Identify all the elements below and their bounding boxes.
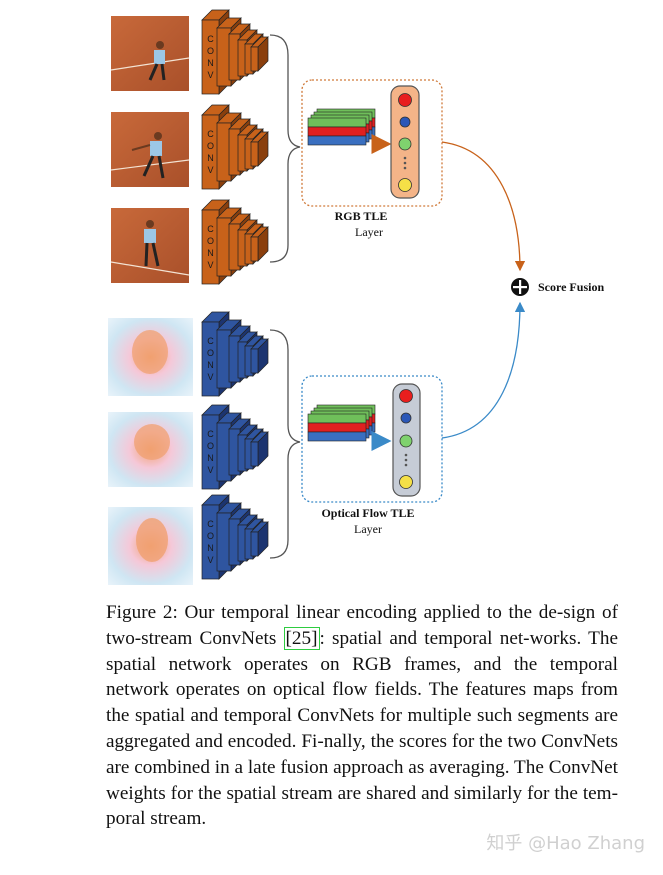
caption-text-1: Our temporal linear encoding applied to … [106, 602, 618, 649]
flow-brace [269, 329, 301, 559]
feature-band [307, 135, 367, 146]
conv-layer-front [201, 209, 220, 285]
rgb-tle-box [301, 79, 443, 207]
conv-label-letter: N [207, 58, 214, 68]
conv-layer-front [201, 114, 220, 190]
conv-label-letter: V [207, 555, 213, 565]
conv-layer-front [201, 504, 220, 580]
rgb-frame-2 [110, 112, 190, 187]
rgb-frame-1 [110, 16, 190, 91]
feature-band [307, 431, 367, 442]
conv-label-letter: O [207, 236, 214, 246]
feature-band [307, 117, 367, 128]
conv-label-letter: N [207, 153, 214, 163]
conv-layer-front [250, 531, 259, 557]
conv-label-letter: C [207, 336, 214, 346]
score-fusion-plus-icon [511, 278, 529, 296]
flow-frame-2 [108, 412, 193, 487]
conv-label-letter: V [207, 372, 213, 382]
conv-label-letter: C [207, 34, 214, 44]
conv-layer-front [250, 236, 259, 262]
conv-layer-front [250, 46, 259, 72]
flow-tle-subtitle: Layer [354, 522, 382, 536]
feature-band [307, 413, 367, 424]
watermark: 知乎 @Hao Zhang [486, 833, 645, 854]
citation-link[interactable]: [25] [283, 626, 320, 650]
flow-frame-3 [108, 507, 193, 585]
conv-label-letter: V [207, 70, 213, 80]
conv-label-letter: O [207, 531, 214, 541]
conv-layer-front [201, 414, 220, 490]
conv-label-letter: V [207, 260, 213, 270]
conv-label-letter: C [207, 224, 214, 234]
conv-label-letter: O [207, 46, 214, 56]
feature-stacks [307, 108, 376, 442]
rgb-tle-subtitle: Layer [355, 225, 383, 239]
feature-band [307, 126, 367, 137]
caption-text-2: : spatial and temporal net-works. The sp… [106, 627, 618, 830]
rgb-tle-title: RGB TLE [335, 209, 388, 223]
rgb-score-vector [390, 85, 420, 199]
conv-label-letter: N [207, 248, 214, 258]
conv-label-letter: N [207, 453, 214, 463]
conv-label-letter: N [207, 543, 214, 553]
flow-feature-maps [307, 404, 376, 442]
conv-label-letter: C [207, 519, 214, 529]
conv-label-letter: C [207, 429, 214, 439]
figure-number: Figure 2: [106, 602, 178, 623]
rgb-feature-maps [307, 108, 376, 146]
feature-band [307, 422, 367, 433]
conv-layer-front [201, 19, 220, 95]
conv-label-letter: V [207, 165, 213, 175]
flow-tle-title: Optical Flow TLE [321, 506, 414, 520]
conv-label-letter: N [207, 360, 214, 370]
rgb-frame-3 [110, 208, 190, 283]
rgb-brace [269, 34, 301, 263]
conv-label-letter: O [207, 441, 214, 451]
flow-frame-1 [108, 318, 193, 396]
conv-layer-front [201, 321, 220, 397]
conv-label-letter: O [207, 141, 214, 151]
conv-label-letter: V [207, 465, 213, 475]
flow-tle-box [301, 375, 443, 503]
figure-caption: Figure 2: Our temporal linear encoding a… [106, 600, 618, 832]
conv-layer-front [250, 348, 259, 374]
conv-label-letter: C [207, 129, 214, 139]
rgb-fusion-arrow [441, 141, 526, 272]
conv-layer-front [250, 441, 259, 467]
flow-fusion-arrow [441, 301, 526, 439]
flow-score-vector [392, 383, 421, 497]
conv-label-letter: O [207, 348, 214, 358]
conv-layer-front [250, 141, 259, 167]
score-fusion-label: Score Fusion [538, 280, 604, 294]
